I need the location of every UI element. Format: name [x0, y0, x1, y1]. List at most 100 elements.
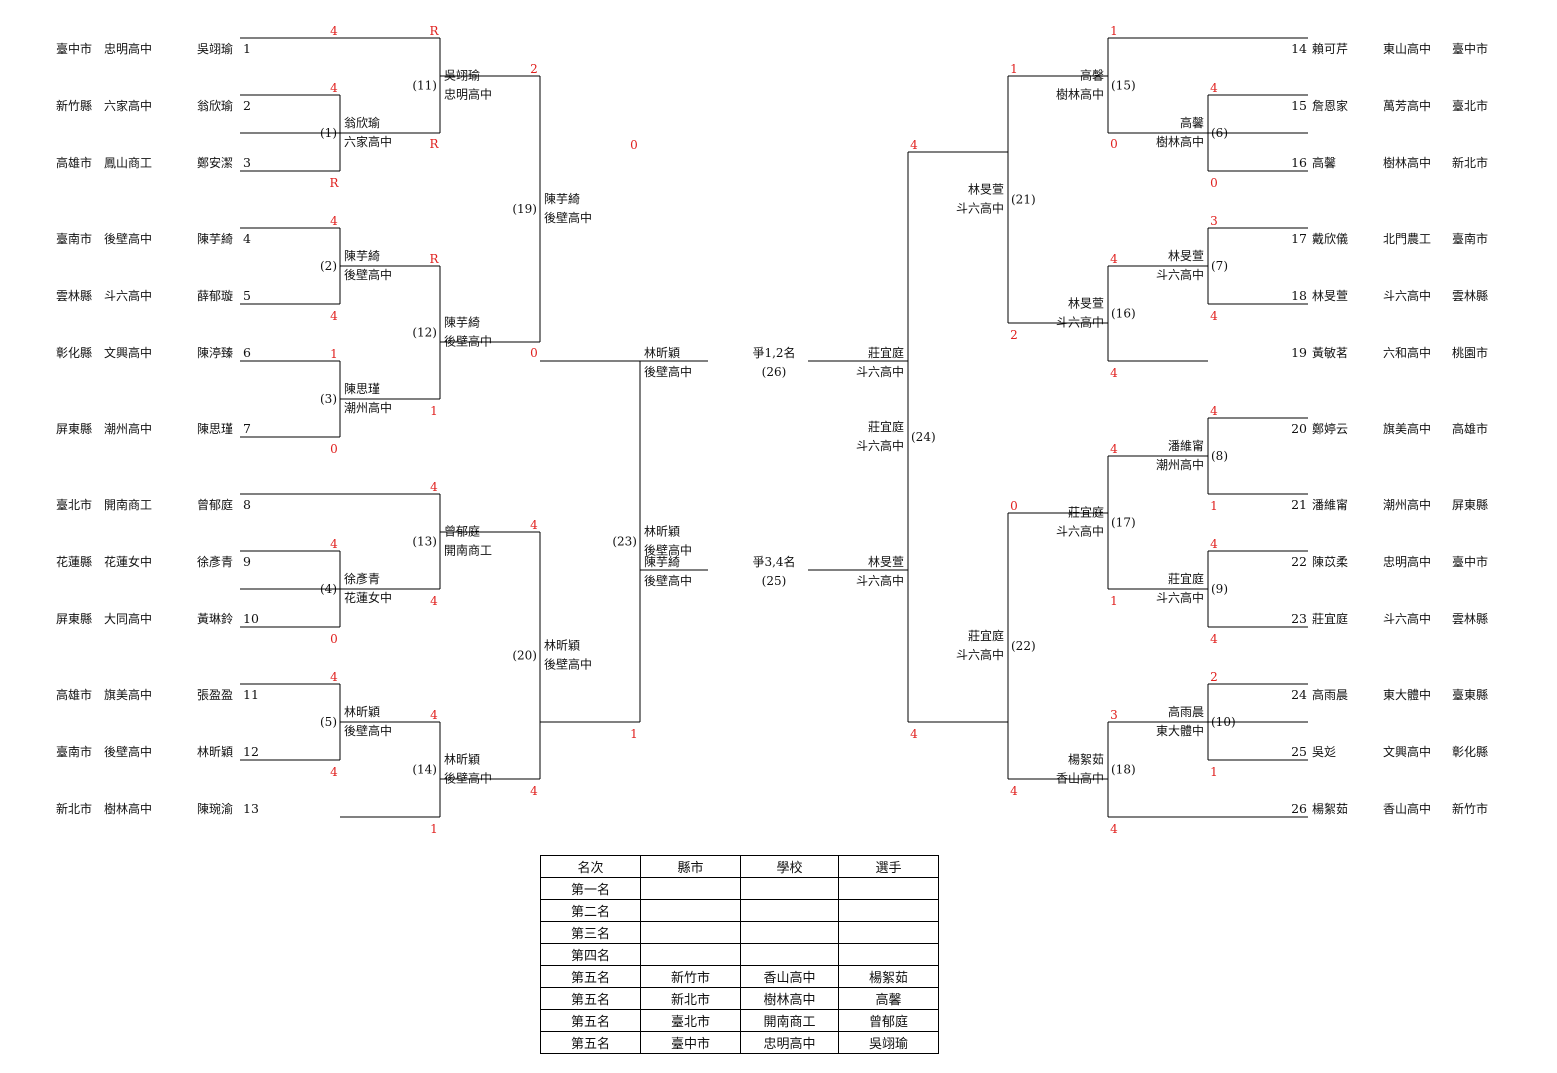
- winner-name: 高雨晨: [1168, 704, 1204, 719]
- match-score: 4: [1110, 366, 1118, 380]
- match-number: (19): [512, 202, 537, 216]
- match-score: 4: [330, 537, 338, 551]
- entrant-number: 8: [243, 497, 251, 512]
- winner-school: 香山高中: [1056, 771, 1104, 786]
- winner-name: 陳芋綺: [344, 248, 380, 263]
- match-number: (16): [1111, 307, 1136, 321]
- entrant-name: 莊宜庭: [1312, 611, 1348, 626]
- winner-name: 高馨: [1080, 68, 1104, 83]
- match-score: 4: [430, 708, 438, 722]
- winner-school: 後壁高中: [544, 210, 592, 225]
- match-number: (18): [1111, 763, 1136, 777]
- results-school: 開南商工: [740, 1009, 839, 1032]
- entrant-number: 23: [1291, 611, 1307, 626]
- winner-school: 斗六高中: [1156, 590, 1204, 605]
- results-school: 樹林高中: [740, 987, 839, 1010]
- entrant-number: 26: [1291, 801, 1307, 816]
- entrant-city: 新竹縣: [56, 98, 92, 113]
- entrant-school: 六家高中: [104, 98, 152, 113]
- results-city: [640, 899, 741, 922]
- winner-name: 陳芋綺: [544, 191, 580, 206]
- results-school: 香山高中: [740, 965, 839, 988]
- entrant-number: 2: [243, 98, 251, 113]
- entrant-city: 高雄市: [56, 687, 92, 702]
- entrant-number: 5: [243, 288, 251, 303]
- match-score: 4: [1210, 81, 1218, 95]
- entrant-city: 臺北市: [56, 497, 92, 512]
- results-row: 第五名新竹市香山高中楊絮茹: [540, 965, 939, 988]
- match-score: 0: [330, 632, 338, 646]
- entrant-number: 4: [243, 231, 251, 246]
- entrant-number: 13: [243, 801, 259, 816]
- results-table: 名次 縣市 學校 選手 第一名 第二名 第三名 第四名 第五名新竹市香山高中楊絮…: [540, 855, 939, 1054]
- match-number: (25): [762, 574, 787, 588]
- results-row: 第二名: [540, 899, 939, 922]
- match-score: 1: [1210, 765, 1218, 779]
- results-player: [838, 943, 939, 966]
- match-number: (11): [412, 79, 437, 93]
- entrant-number: 12: [243, 744, 259, 759]
- entrant-school: 文興高中: [104, 345, 152, 360]
- entrant-city: 屏東縣: [1452, 498, 1488, 512]
- match-score: 4: [1210, 537, 1218, 551]
- results-city: [640, 877, 741, 900]
- final-player-school: 斗六高中: [856, 364, 904, 379]
- entrant-school: 忠明高中: [104, 41, 152, 56]
- entrant-name: 翁欣瑜: [197, 98, 233, 113]
- winner-school: 後壁高中: [544, 657, 592, 672]
- entrant-city: 臺南市: [56, 744, 92, 759]
- match-score: 1: [430, 822, 438, 836]
- entrant-name: 徐彥青: [197, 554, 233, 569]
- match-number: (17): [1111, 516, 1136, 530]
- match-number: (15): [1111, 79, 1136, 93]
- entrant-name: 吳彣: [1312, 745, 1336, 759]
- entrant-name: 陳琬渝: [197, 801, 233, 816]
- winner-school: 開南商工: [444, 543, 492, 558]
- match-score: 3: [1110, 708, 1118, 722]
- entrant-city: 雲林縣: [1452, 289, 1488, 303]
- match-number: (8): [1211, 449, 1228, 463]
- match-score: 4: [530, 518, 538, 532]
- winner-school: 後壁高中: [344, 723, 392, 738]
- winner-school: 潮州高中: [1156, 457, 1204, 472]
- entrant-school: 斗六高中: [1383, 288, 1431, 303]
- final-player: 林昕穎: [644, 346, 680, 360]
- match-number: (23): [612, 535, 637, 549]
- match-score: 0: [530, 346, 538, 360]
- entrant-number: 9: [243, 554, 251, 569]
- winner-name: 林旻萱: [1068, 297, 1104, 311]
- entrant-city: 新北市: [56, 801, 92, 816]
- match-score: 1: [1110, 594, 1118, 608]
- winner-school: 後壁高中: [444, 771, 492, 786]
- match-score: 4: [1110, 822, 1118, 836]
- winner-name: 徐彥青: [344, 571, 380, 586]
- winner-school: 樹林高中: [1156, 134, 1204, 149]
- entrant-city: 臺北市: [1452, 98, 1488, 113]
- winner-school: 花蓮女中: [344, 590, 392, 605]
- results-city: 臺中市: [640, 1031, 741, 1054]
- winner-name: 莊宜庭: [968, 628, 1004, 643]
- entrant-name: 陳渟臻: [197, 345, 233, 360]
- winner-school: 東大體中: [1156, 723, 1204, 738]
- match-score: 4: [330, 765, 338, 779]
- match-number: (5): [320, 715, 337, 729]
- results-rank: 第五名: [540, 965, 641, 988]
- results-header-city: 縣市: [640, 855, 741, 878]
- entrant-city: 屏東縣: [56, 612, 92, 626]
- entrant-name: 林旻萱: [1312, 289, 1348, 303]
- entrant-school: 樹林高中: [104, 801, 152, 816]
- match-number: (22): [1011, 639, 1036, 653]
- results-header-school: 學校: [740, 855, 839, 878]
- results-school: 忠明高中: [740, 1031, 839, 1054]
- entrant-city: 臺南市: [56, 231, 92, 246]
- entrant-name: 高雨晨: [1312, 687, 1348, 702]
- match-score: 1: [1010, 62, 1018, 76]
- entrant-name: 鄭安潔: [197, 155, 233, 170]
- winner-name: 楊絮茹: [1068, 752, 1104, 767]
- results-player: [838, 877, 939, 900]
- match-number: (21): [1011, 193, 1036, 207]
- entrant-school: 潮州高中: [1383, 497, 1431, 512]
- winner-school: 忠明高中: [444, 87, 492, 102]
- entrant-city: 彰化縣: [1452, 744, 1488, 759]
- match-score: R: [429, 24, 439, 38]
